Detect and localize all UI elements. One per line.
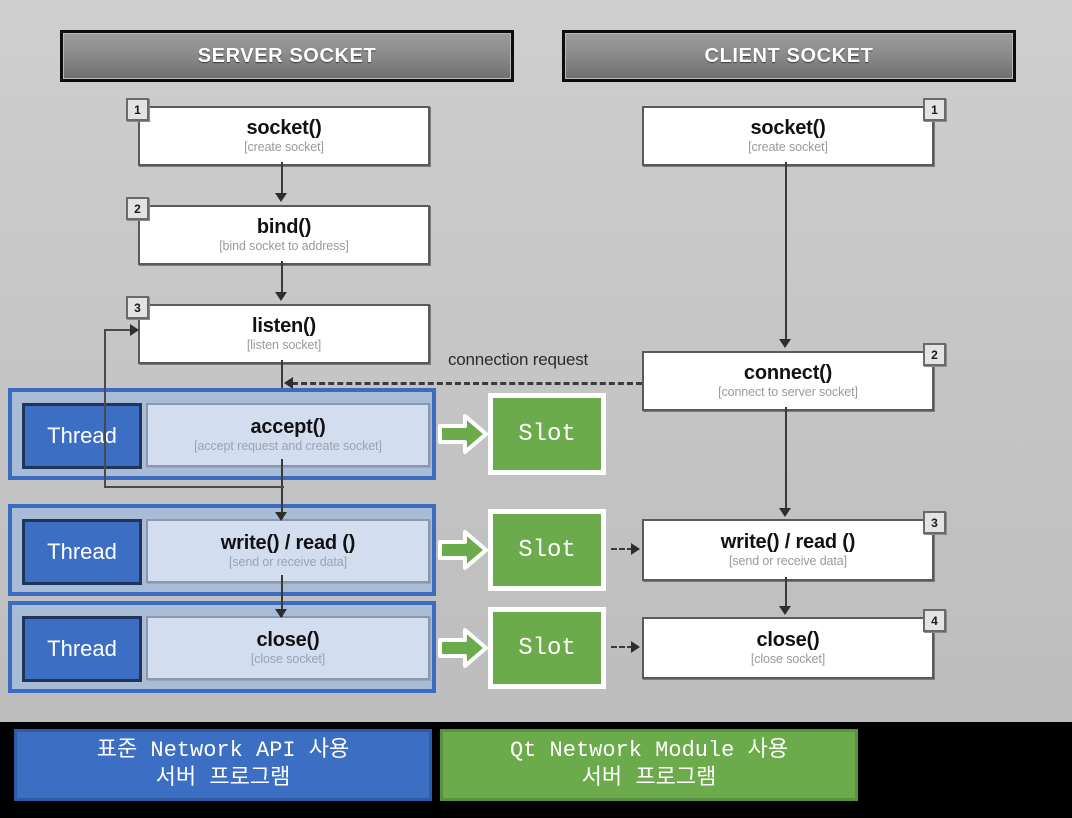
arrowhead-icon [130,324,139,336]
column-header-server-label: SERVER SOCKET [197,44,377,67]
legend-qt-network-module: Qt Network Module 사용 서버 프로그램 [440,729,858,801]
flow-arrow-icon [438,528,488,572]
connection-request-label: connection request [448,350,589,369]
arrowhead-icon [779,508,791,517]
loopback-into-listen [104,329,138,331]
step-subtitle: [create socket] [748,139,828,154]
thread-container-close: Thread close() [close socket] [8,601,436,693]
step-subtitle: [bind socket to address] [219,238,349,253]
server-step-listen: 3 listen() [listen socket] [126,296,430,364]
server-step-close: close() [close socket] [146,616,430,680]
client-step-write-read: 3 write() / read () [send or receive dat… [642,511,946,581]
step-number-badge: 2 [923,343,946,366]
step-title: bind() [256,215,312,238]
server-step-bind: 2 bind() [bind socket to address] [126,197,430,265]
connector-listen-to-accept [281,360,283,412]
connector-client-socket-to-connect [785,162,787,342]
step-subtitle: [close socket] [750,651,826,666]
step-title: accept() [250,415,326,438]
client-step-socket: 1 socket() [create socket] [642,98,946,166]
loopback-vertical [104,330,106,488]
legend-line-1: 표준 Network API 사용 [96,737,350,763]
loopback-horizontal [104,486,284,488]
column-header-client: CLIENT SOCKET [562,30,1016,82]
connector-bind-to-listen [281,261,283,294]
step-title: socket() [246,116,322,139]
server-step-socket: 1 socket() [create socket] [126,98,430,166]
thread-container-accept: Thread accept() [accept request and crea… [8,388,436,480]
step-title: connect() [743,361,833,384]
thread-label: Thread [47,636,117,661]
arrowhead-icon [275,512,287,521]
step-title: write() / read () [220,531,356,554]
slot-box-accept: Slot [488,393,606,475]
thread-box: Thread [22,616,142,682]
step-title: close() [256,628,320,651]
legend-line-1: Qt Network Module 사용 [509,737,789,763]
step-subtitle: [accept request and create socket] [194,438,382,453]
step-title: socket() [750,116,826,139]
step-subtitle: [create socket] [244,139,324,154]
column-header-server: SERVER SOCKET [60,30,514,82]
step-subtitle: [close socket] [250,651,326,666]
flow-arrow-icon [438,626,488,670]
thread-label: Thread [47,423,117,448]
legend-standard-network-api: 표준 Network API 사용 서버 프로그램 [14,729,432,801]
slot-label: Slot [518,634,576,662]
step-number-badge: 3 [126,296,149,319]
server-step-accept: accept() [accept request and create sock… [146,403,430,467]
connector-socket-to-bind [281,162,283,195]
connection-request-dashed-line [292,382,642,385]
client-step-connect: 2 connect() [connect to server socket] [642,343,946,411]
slot-to-client-write-line [611,548,633,550]
step-number-badge: 1 [923,98,946,121]
step-title: write() / read () [720,530,856,553]
slot-label: Slot [518,536,576,564]
connector-write-to-close [281,575,283,617]
legend-line-2: 서버 프로그램 [155,766,291,791]
step-number-badge: 1 [126,98,149,121]
step-number-badge: 4 [923,609,946,632]
arrowhead-icon [275,609,287,618]
arrowhead-icon [631,543,640,555]
arrowhead-icon [275,193,287,202]
thread-label: Thread [47,539,117,564]
step-title: close() [756,628,820,651]
slot-box-write-read: Slot [488,509,606,591]
arrowhead-icon [779,339,791,348]
arrowhead-icon [779,606,791,615]
arrowhead-icon [275,292,287,301]
slot-to-client-close-line [611,646,633,648]
step-subtitle: [listen socket] [246,337,322,352]
step-number-badge: 2 [126,197,149,220]
connector-write-to-close [785,577,787,609]
step-title: listen() [252,314,316,337]
step-subtitle: [send or receive data] [228,554,347,569]
server-step-write-read: write() / read () [send or receive data] [146,519,430,583]
column-header-client-label: CLIENT SOCKET [704,44,874,67]
step-subtitle: [connect to server socket] [718,384,858,399]
arrowhead-icon [631,641,640,653]
client-step-close: 4 close() [close socket] [642,609,946,679]
slot-label: Slot [518,420,576,448]
arrowhead-icon [284,377,293,389]
thread-container-write-read: Thread write() / read () [send or receiv… [8,504,436,596]
connector-accept-to-write [281,459,283,519]
step-subtitle: [send or receive data] [728,553,847,568]
legend-line-2: 서버 프로그램 [581,766,717,791]
slot-box-close: Slot [488,607,606,689]
step-number-badge: 3 [923,511,946,534]
connector-connect-to-write [785,407,787,511]
thread-box: Thread [22,519,142,585]
flow-arrow-icon [438,412,488,456]
thread-box: Thread [22,403,142,469]
